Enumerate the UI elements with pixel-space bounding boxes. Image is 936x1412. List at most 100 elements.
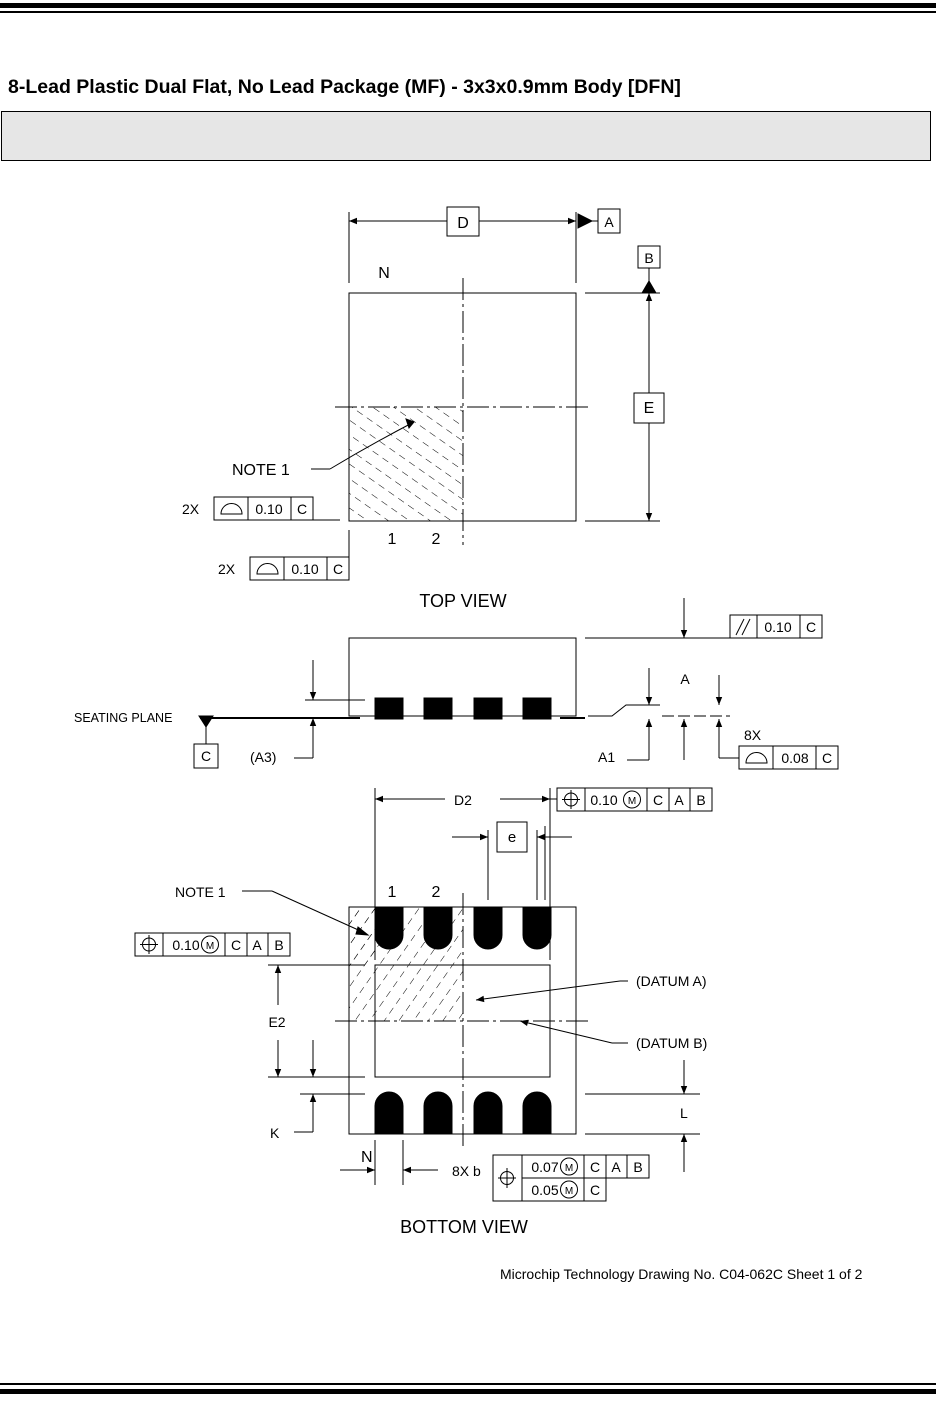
fcf1-datum: C	[297, 501, 307, 517]
seating-plane-label: SEATING PLANE	[74, 711, 172, 725]
dim-l-label: L	[680, 1105, 688, 1121]
top-rule-thick	[0, 3, 936, 8]
parallel-datum: C	[806, 619, 816, 635]
bottom-pad-top-2	[423, 906, 453, 950]
top-pin-2: 2	[432, 531, 441, 548]
profile-icon-3	[745, 752, 768, 764]
datum-a-leader	[475, 980, 621, 1003]
dim-e-label: E	[644, 400, 655, 417]
dim-e2-label: E2	[268, 1014, 285, 1030]
d2-fcf-d2: A	[674, 792, 684, 808]
datum-b-letter: B	[644, 250, 653, 266]
bottom-pad-bot-1	[374, 1091, 404, 1135]
datum-c-box	[193, 743, 219, 769]
e2-fcf-frame	[134, 932, 291, 957]
b-label: 8X b	[452, 1163, 481, 1179]
b-fcf-row2	[521, 1177, 607, 1202]
b-fcf1-tol: 0.07	[531, 1159, 558, 1175]
bottom-pad-bot-4	[522, 1091, 552, 1135]
a-label: A	[680, 671, 690, 687]
top-note1: NOTE 1	[232, 462, 290, 479]
fcf2-datum: C	[333, 561, 343, 577]
bottom-pin-2: 2	[432, 884, 441, 901]
top-view-label: TOP VIEW	[419, 591, 506, 611]
parallel-tol: 0.10	[764, 619, 791, 635]
parallel-fcf-frame	[729, 614, 823, 639]
d2-fcf-d3: B	[696, 792, 705, 808]
coplanar-datum: C	[822, 750, 832, 766]
page-title: 8-Lead Plastic Dual Flat, No Lead Packag…	[8, 76, 681, 98]
top-pin-1: 1	[388, 531, 397, 548]
side-lead-4	[522, 697, 552, 720]
e-pitch-box	[496, 821, 528, 853]
note-box	[1, 111, 931, 161]
dim-e-pitch-label: e	[508, 829, 516, 846]
coplanar-fcf-frame	[738, 745, 839, 770]
b-fcf2-d1: C	[590, 1182, 600, 1198]
top-pin-n: N	[378, 265, 390, 282]
datum-b-box	[637, 245, 661, 269]
note1-leader-top	[329, 422, 413, 470]
datum-b-callout: (DATUM B)	[636, 1035, 707, 1051]
bottom-pad-top-4	[522, 906, 552, 950]
datum-c-triangle	[198, 715, 214, 728]
top-view	[213, 206, 665, 581]
bottom-note1: NOTE 1	[175, 884, 226, 900]
b-fcf1-d3: B	[633, 1159, 642, 1175]
datum-a-letter: A	[604, 214, 614, 230]
fcf1-frame	[213, 496, 314, 521]
d2-fcf-tol: 0.10	[590, 792, 617, 808]
side-profile	[588, 704, 660, 717]
profile-icon-2	[256, 563, 279, 575]
bottom-rule-thick	[0, 1389, 936, 1394]
side-lead-2	[423, 697, 453, 720]
side-lead-3	[473, 697, 503, 720]
b-fcf1-d1: C	[590, 1159, 600, 1175]
bottom-rule-thin	[0, 1383, 936, 1385]
bottom-pad-bot-3	[473, 1091, 503, 1135]
fcf1-tol: 0.10	[255, 501, 282, 517]
e2-fcf-d3: B	[274, 937, 283, 953]
coplanar-tol: 0.08	[781, 750, 808, 766]
e2-fcf-d1: C	[231, 937, 241, 953]
e2-fcf-d2: A	[252, 937, 262, 953]
d-box	[446, 206, 480, 237]
b-fcf1-mod: M	[565, 1163, 573, 1174]
side-body-outline	[348, 637, 577, 717]
e-box	[633, 392, 665, 424]
e2-fcf-mod: M	[206, 941, 214, 952]
datum-c-letter: C	[201, 748, 211, 764]
b-fcf1-d2: A	[611, 1159, 621, 1175]
b-fcf2-tol: 0.05	[531, 1182, 558, 1198]
fcf2-count: 2X	[218, 561, 236, 577]
bottom-pad-top-3	[473, 906, 503, 950]
a3-label: (A3)	[250, 749, 276, 765]
bottom-pin-1: 1	[388, 884, 397, 901]
d2-fcf-frame	[556, 787, 713, 812]
drawing-number-footer: Microchip Technology Drawing No. C04-062…	[500, 1266, 863, 1282]
datum-b-triangle	[641, 280, 657, 294]
fcf2-frame	[249, 556, 350, 581]
d2-fcf-mod: M	[628, 796, 636, 807]
coplanar-count: 8X	[744, 727, 762, 743]
side-view	[193, 598, 839, 770]
datum-a-callout: (DATUM A)	[636, 973, 707, 989]
bottom-pad-top-1	[374, 906, 404, 950]
bottom-pad-bot-2	[423, 1091, 453, 1135]
parallel-icon	[735, 618, 745, 636]
fcf2-tol: 0.10	[291, 561, 318, 577]
a1-label: A1	[598, 749, 615, 765]
b-fcf2-mod: M	[565, 1186, 573, 1197]
profile-icon-1	[220, 503, 243, 515]
bottom-view-label: BOTTOM VIEW	[400, 1217, 528, 1237]
datum-a-box	[597, 208, 621, 234]
top-hatch-area	[349, 407, 463, 521]
datum-a-triangle	[577, 213, 594, 229]
bottom-view	[134, 787, 713, 1202]
top-rule-thin	[0, 11, 936, 13]
note1-leader-bottom	[271, 890, 366, 934]
bottom-pin-n: N	[361, 1149, 373, 1166]
side-lead-1	[374, 697, 404, 720]
datum-b-leader	[519, 1019, 613, 1044]
